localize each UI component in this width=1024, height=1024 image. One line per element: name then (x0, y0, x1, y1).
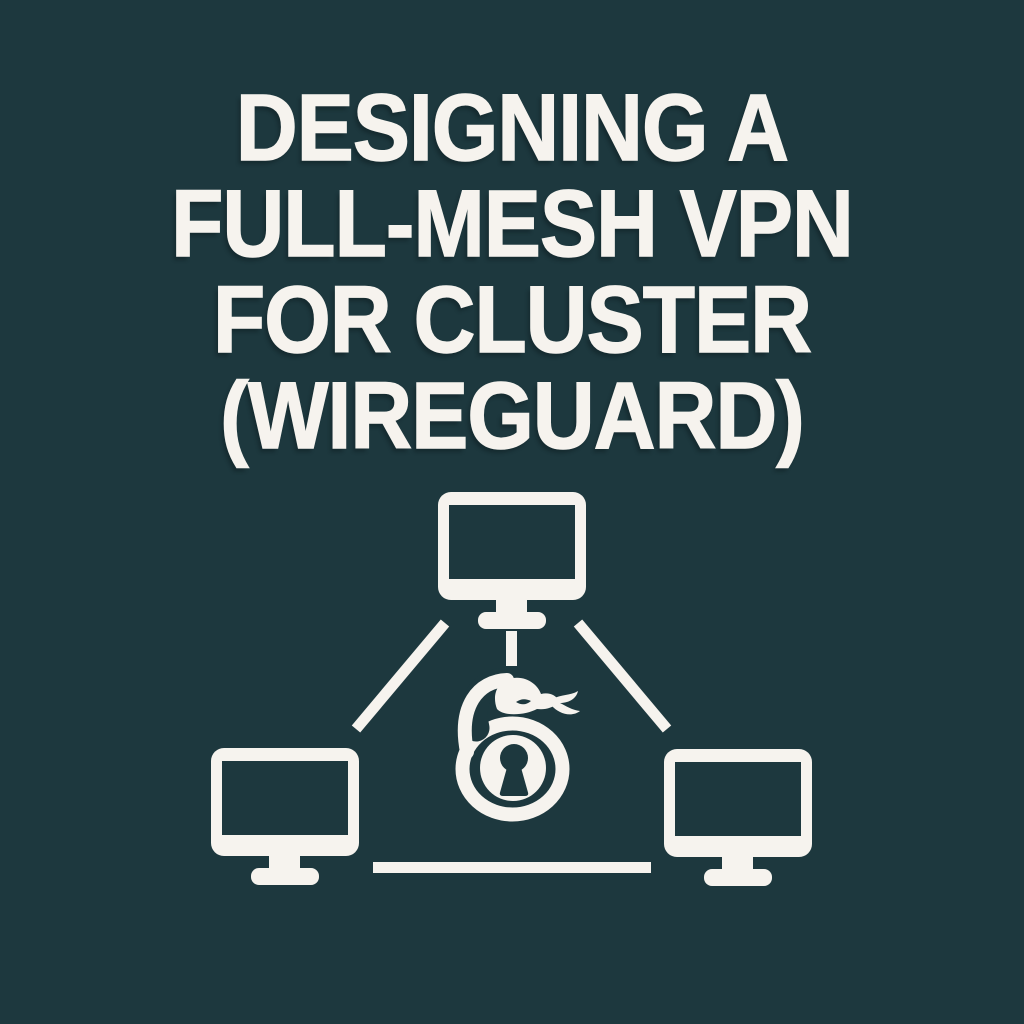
snake-keyhole-security-icon (455, 667, 580, 822)
computer-left (211, 748, 359, 885)
snake-neck (457, 673, 514, 759)
computer-right (664, 749, 812, 886)
computer-top (438, 492, 586, 629)
poster-title: DESIGNING A FULL-MESH VPN FOR CLUSTER (W… (51, 75, 973, 469)
link-top-to-right (573, 619, 672, 733)
title-line: (WIREGUARD) (219, 363, 805, 469)
title-line: FULL-MESH VPN (170, 171, 854, 277)
snake-tongue (552, 691, 580, 715)
link-left-to-right (373, 862, 651, 873)
snake-eye (516, 699, 531, 705)
snake-coil (455, 716, 570, 822)
snake-head (494, 677, 559, 715)
mesh-links (351, 619, 672, 733)
keyhole-shaft (499, 764, 529, 796)
title-line: DESIGNING A (235, 75, 789, 181)
keyhole-head (500, 744, 528, 772)
title-line: FOR CLUSTER (212, 267, 812, 373)
link-top-to-center (506, 631, 517, 666)
link-top-to-left (351, 619, 450, 733)
